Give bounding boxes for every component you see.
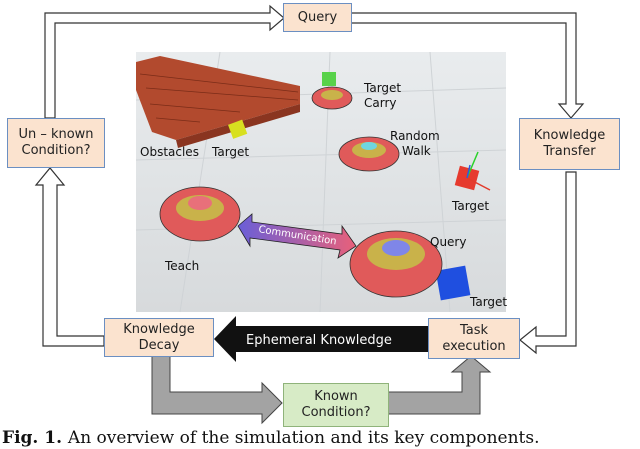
target-cube-green — [322, 72, 336, 86]
caption-text: An overview of the simulation and its ke… — [67, 428, 540, 448]
robot-target-carry — [311, 86, 353, 110]
knowledge-decay-box: Knowledge Decay — [104, 318, 214, 357]
robot-random-walk — [338, 136, 400, 172]
arrow-transfer-to-task — [519, 171, 577, 355]
label-target-3: Target — [469, 295, 507, 309]
brick-wall — [136, 56, 300, 140]
robot-query — [349, 230, 443, 298]
ephemeral-arrow — [214, 316, 428, 362]
known-condition-label: Known Condition? — [301, 389, 371, 420]
communication-arrow — [237, 213, 357, 259]
label-target-1: Target — [211, 145, 249, 159]
label-ephemeral: Ephemeral Knowledge — [246, 333, 392, 348]
knowledge-decay-label: Knowledge Decay — [123, 321, 195, 353]
label-teach: Teach — [164, 259, 199, 273]
arrow-known-to-task — [387, 355, 492, 415]
task-execution-box: Task execution — [428, 318, 520, 359]
bottom-arrows — [151, 355, 492, 425]
figure-caption: Fig. 1. An overview of the simulation an… — [2, 428, 540, 448]
robot-teach — [159, 186, 241, 242]
query-box: Query — [283, 3, 352, 32]
label-query-scene: Query — [430, 235, 466, 249]
unknown-condition-label: Un – known Condition? — [18, 127, 94, 158]
task-execution-label: Task execution — [442, 322, 506, 354]
unknown-condition-box: Un – known Condition? — [7, 118, 105, 168]
arrow-decay-to-unknown — [34, 167, 105, 347]
caption-label: Fig. 1. — [2, 428, 62, 448]
knowledge-transfer-box: Knowledge Transfer — [519, 118, 620, 170]
arrow-unknown-to-query — [44, 4, 285, 119]
arrow-query-to-transfer — [350, 12, 585, 119]
label-target-2: Target — [451, 199, 489, 213]
query-box-label: Query — [297, 9, 338, 25]
target-cube-yellow — [228, 119, 248, 139]
loop-arrows — [34, 4, 585, 355]
label-obstacles: Obstacles — [140, 145, 199, 159]
target-cube-blue — [435, 265, 471, 301]
simulation-scene — [135, 51, 507, 313]
arrow-decay-to-known — [151, 355, 283, 425]
known-condition-box: Known Condition? — [283, 383, 389, 427]
knowledge-transfer-label: Knowledge Transfer — [533, 128, 606, 159]
